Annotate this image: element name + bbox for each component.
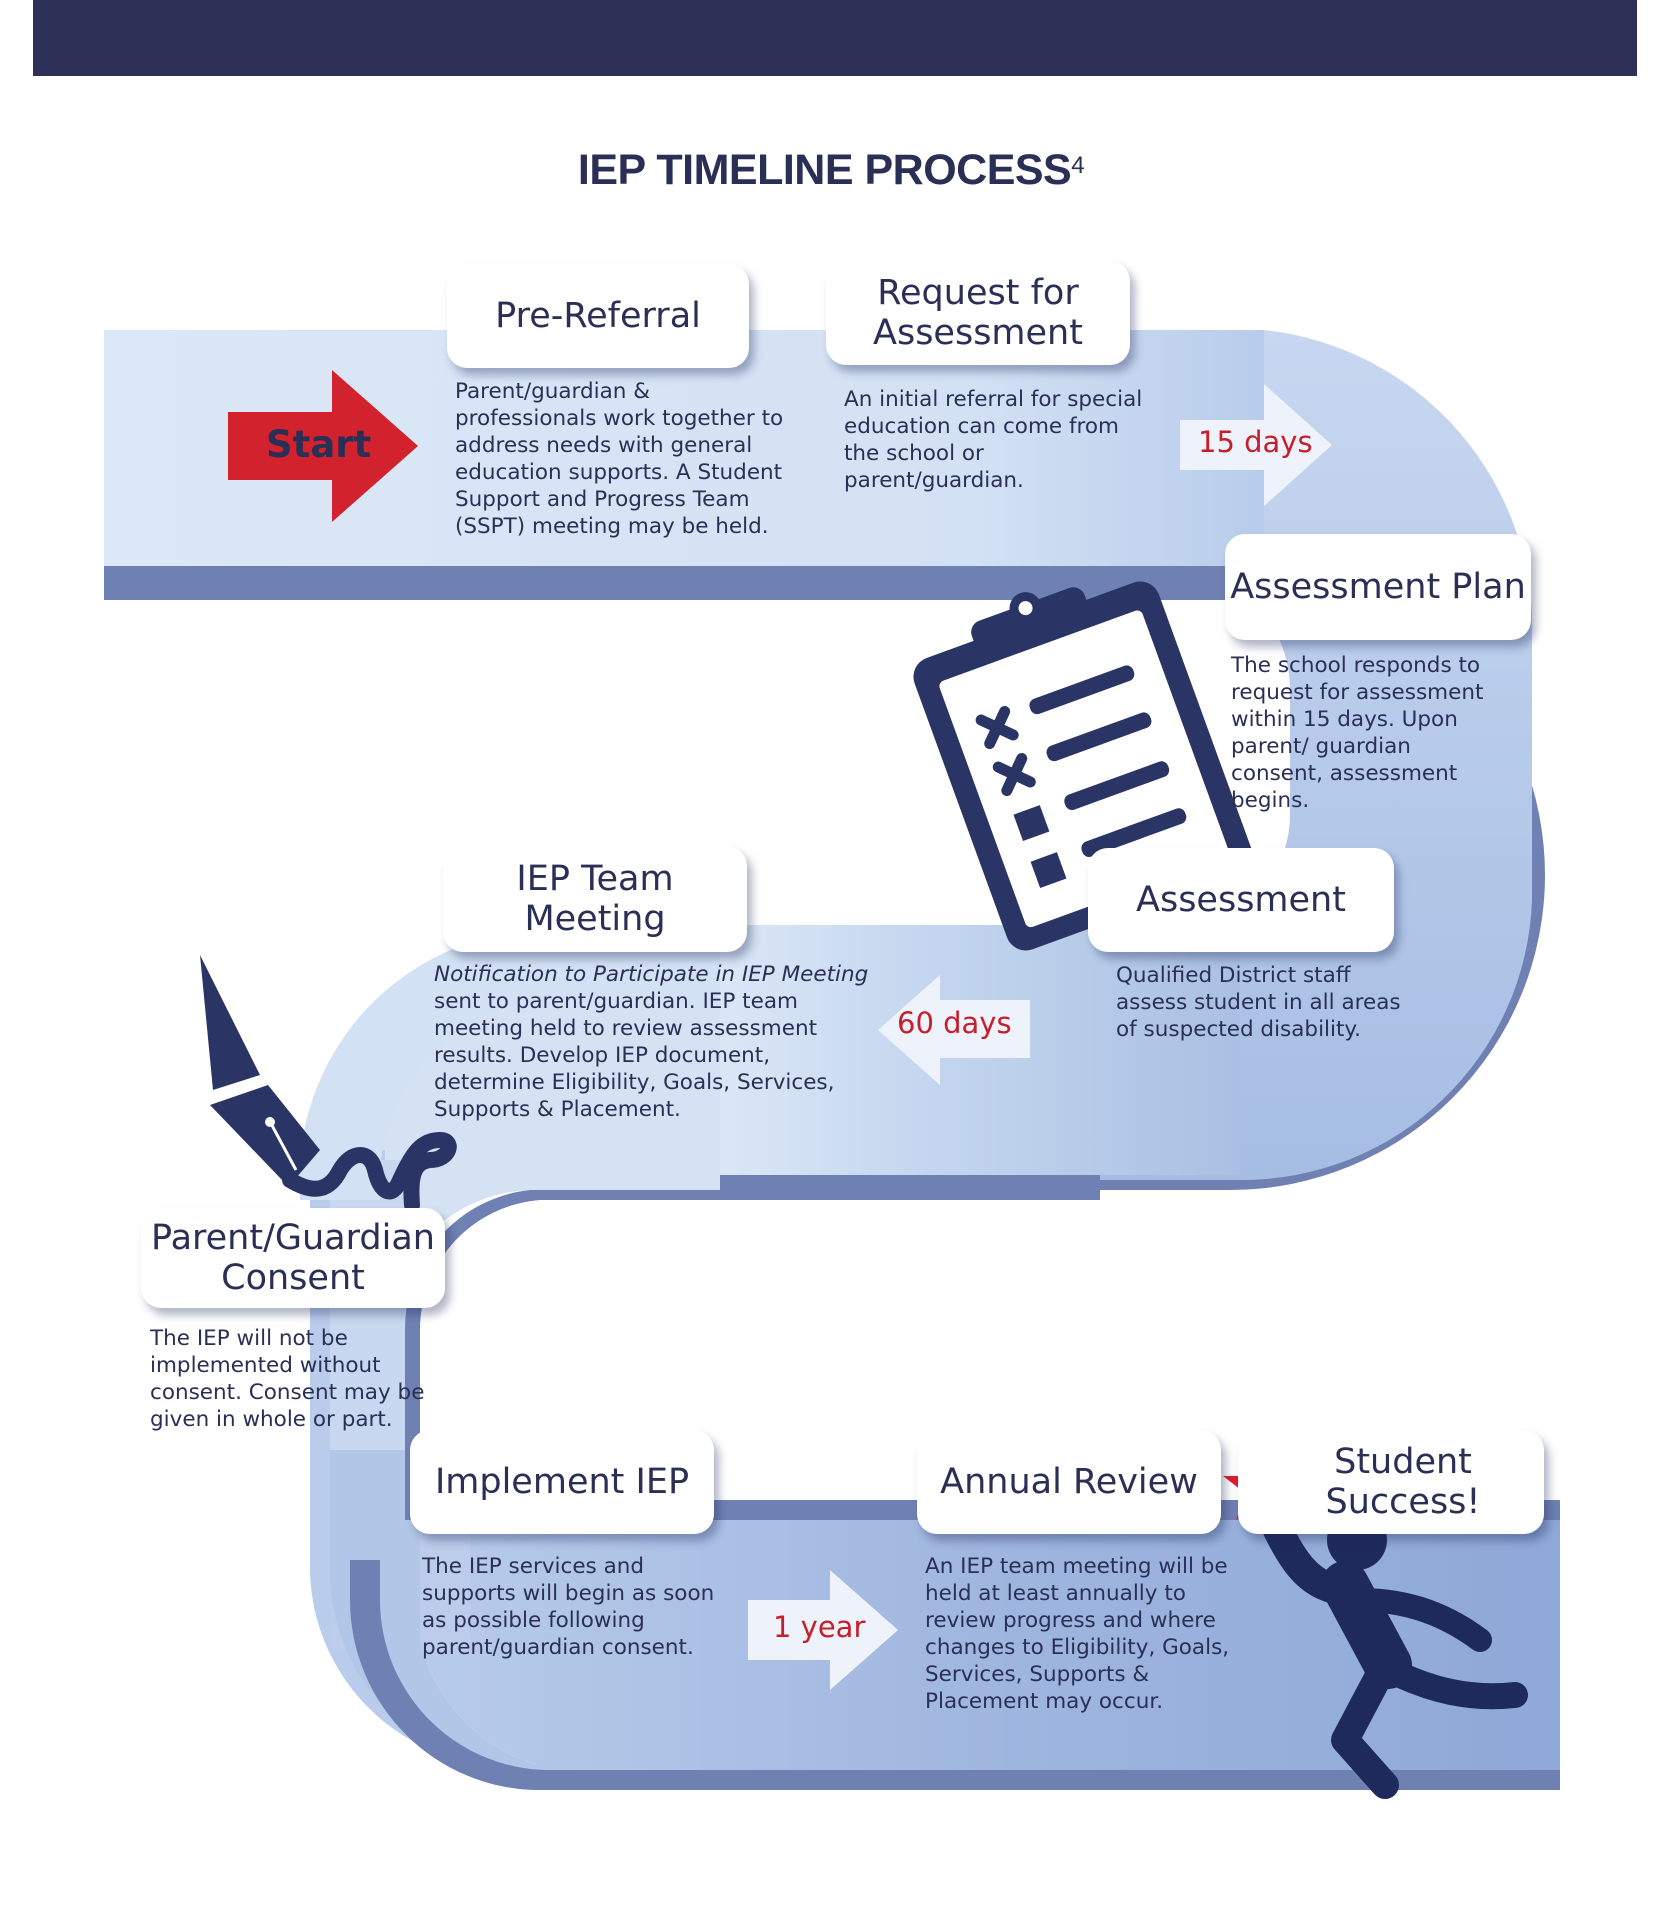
step-assessment-text: Qualified District staff assess student … [1116,963,1401,1042]
arrow-icon [748,1570,898,1690]
step-request-assessment-title: Request for Assessment [826,261,1130,365]
arrow-icon [878,975,1030,1085]
step-parent-consent-title: Parent/Guardian Consent [141,1208,445,1308]
step-assessment-plan-text: The school responds to request for asses… [1231,653,1484,813]
step-pre-referral-title: Pre-Referral [447,264,749,368]
arrow-icon [1180,384,1332,506]
step-iep-team-meeting-text: Notification to Participate in IEP Meeti… [434,962,869,1122]
step-implement-iep-text: The IEP services and supports will begin… [422,1554,715,1660]
step-pre-referral-text: Parent/guardian & professionals work tog… [455,379,784,539]
duration-label: 15 days [1198,425,1313,459]
step-assessment-title: Assessment [1088,848,1394,952]
step-assessment-plan-title: Assessment Plan [1225,534,1531,640]
fountain-pen-icon [200,955,457,1213]
page-title: IEP TIMELINE PROCESS4 [577,146,1085,194]
duration-label: 1 year [773,1610,866,1644]
header-bar [33,0,1637,76]
step-iep-team-meeting-title: IEP Team Meeting [443,846,747,952]
step-annual-review-text: An IEP team meeting will be held at leas… [925,1554,1230,1714]
step-implement-iep-title: Implement IEP [410,1430,714,1534]
footnote-marker: 4 [1071,152,1085,179]
step-request-assessment-text: An initial referral for special educatio… [844,387,1143,493]
start-arrow-icon [228,370,418,522]
start-label: Start [266,423,372,466]
road-segment-bottom [420,1520,1560,1770]
step-student-success-title: Student Success! [1238,1430,1544,1534]
step-annual-review-title: Annual Review [917,1430,1221,1534]
duration-label: 60 days [897,1006,1012,1040]
step-parent-consent-text: The IEP will not be implemented without … [150,1326,425,1432]
